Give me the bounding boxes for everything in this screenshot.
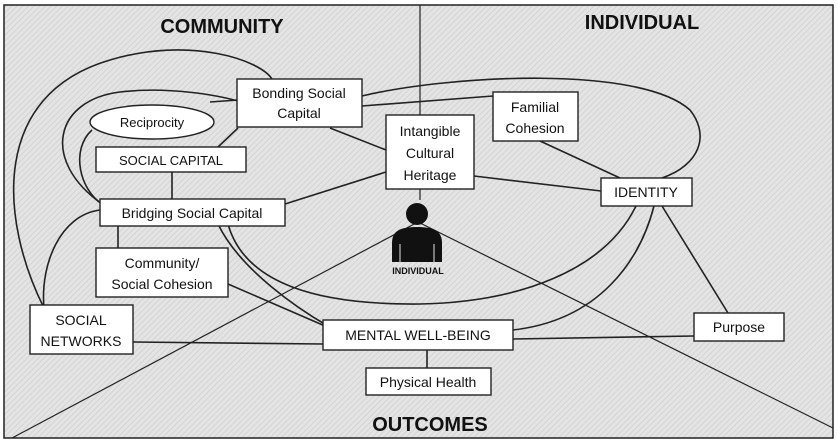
node-reciprocity: Reciprocity	[89, 104, 215, 140]
region-label-outcomes: OUTCOMES	[372, 414, 488, 436]
node-social-capital: SOCIAL CAPITAL	[95, 146, 247, 173]
edge-bonding-familial	[361, 95, 494, 107]
left-diagonal-divider	[11, 221, 419, 439]
node-reciprocity-label: Reciprocity	[120, 115, 185, 130]
node-bonding-social-capital: Bonding Social Capital	[236, 78, 363, 128]
node-social-networks: SOCIAL NETWORKS	[29, 304, 134, 355]
edge-networks-bridging	[42, 209, 101, 309]
edge-community-mental	[227, 283, 326, 327]
node-community-line-1: Community/	[125, 255, 200, 271]
node-mental-well-being: MENTAL WELL-BEING	[322, 319, 514, 351]
node-physical-health: Physical Health	[365, 367, 492, 396]
edge-reciprocity-bridging	[78, 129, 103, 205]
node-familial-cohesion: Familial Cohesion	[492, 91, 579, 142]
node-identity: IDENTITY	[600, 177, 693, 207]
node-bridging-social-capital: Bridging Social Capital	[99, 198, 286, 227]
edge-identity-mental	[512, 205, 655, 331]
node-identity-label: IDENTITY	[614, 184, 678, 200]
node-heritage-line-1: Intangible	[400, 123, 461, 139]
node-networks-line-2: NETWORKS	[41, 333, 122, 349]
center-label-individual: INDIVIDUAL	[392, 266, 444, 276]
node-community-line-2: Social Cohesion	[111, 276, 212, 292]
edge-identity-purpose	[661, 205, 729, 314]
node-purpose-label: Purpose	[713, 319, 765, 335]
edge-bonding-identity-loop	[361, 77, 701, 179]
node-heritage-line-2: Cultural	[406, 145, 454, 161]
node-networks-line-1: SOCIAL	[55, 312, 107, 328]
node-bonding-line-1: Bonding Social	[252, 85, 345, 101]
connectors	[12, 49, 729, 368]
node-social-capital-label: SOCIAL CAPITAL	[119, 153, 223, 168]
edge-familial-identity	[539, 140, 621, 179]
edge-bridging-mental	[217, 223, 329, 327]
node-physical-label: Physical Health	[380, 374, 477, 390]
node-mental-label: MENTAL WELL-BEING	[345, 327, 490, 343]
node-familial-line-1: Familial	[511, 99, 559, 115]
person-icon	[392, 203, 442, 262]
edge-networks-bonding	[12, 49, 273, 309]
edge-bonding-heritage	[329, 127, 387, 151]
edge-bridging-bonding-loop	[61, 89, 239, 205]
node-bonding-line-2: Capital	[277, 105, 321, 121]
edge-networks-mental	[132, 341, 324, 345]
node-intangible-cultural-heritage: Intangible Cultural Heritage	[385, 114, 475, 190]
node-community-social-cohesion: Community/ Social Cohesion	[95, 247, 229, 298]
region-label-individual: INDIVIDUAL	[585, 12, 699, 34]
edge-heritage-identity	[473, 175, 602, 192]
edge-reciprocity-bonding	[209, 99, 239, 103]
right-diagonal-divider	[417, 221, 834, 429]
edge-ellipse-bridging-identity	[227, 205, 637, 305]
node-heritage-line-3: Heritage	[404, 167, 457, 183]
edge-bonding-socialcap	[217, 127, 239, 148]
node-familial-line-2: Cohesion	[505, 120, 564, 136]
region-label-community: COMMUNITY	[160, 16, 284, 38]
node-bridging-label: Bridging Social Capital	[122, 205, 263, 221]
edge-bridging-heritage	[284, 171, 387, 205]
edge-mental-purpose	[512, 335, 695, 340]
node-purpose: Purpose	[693, 312, 785, 342]
